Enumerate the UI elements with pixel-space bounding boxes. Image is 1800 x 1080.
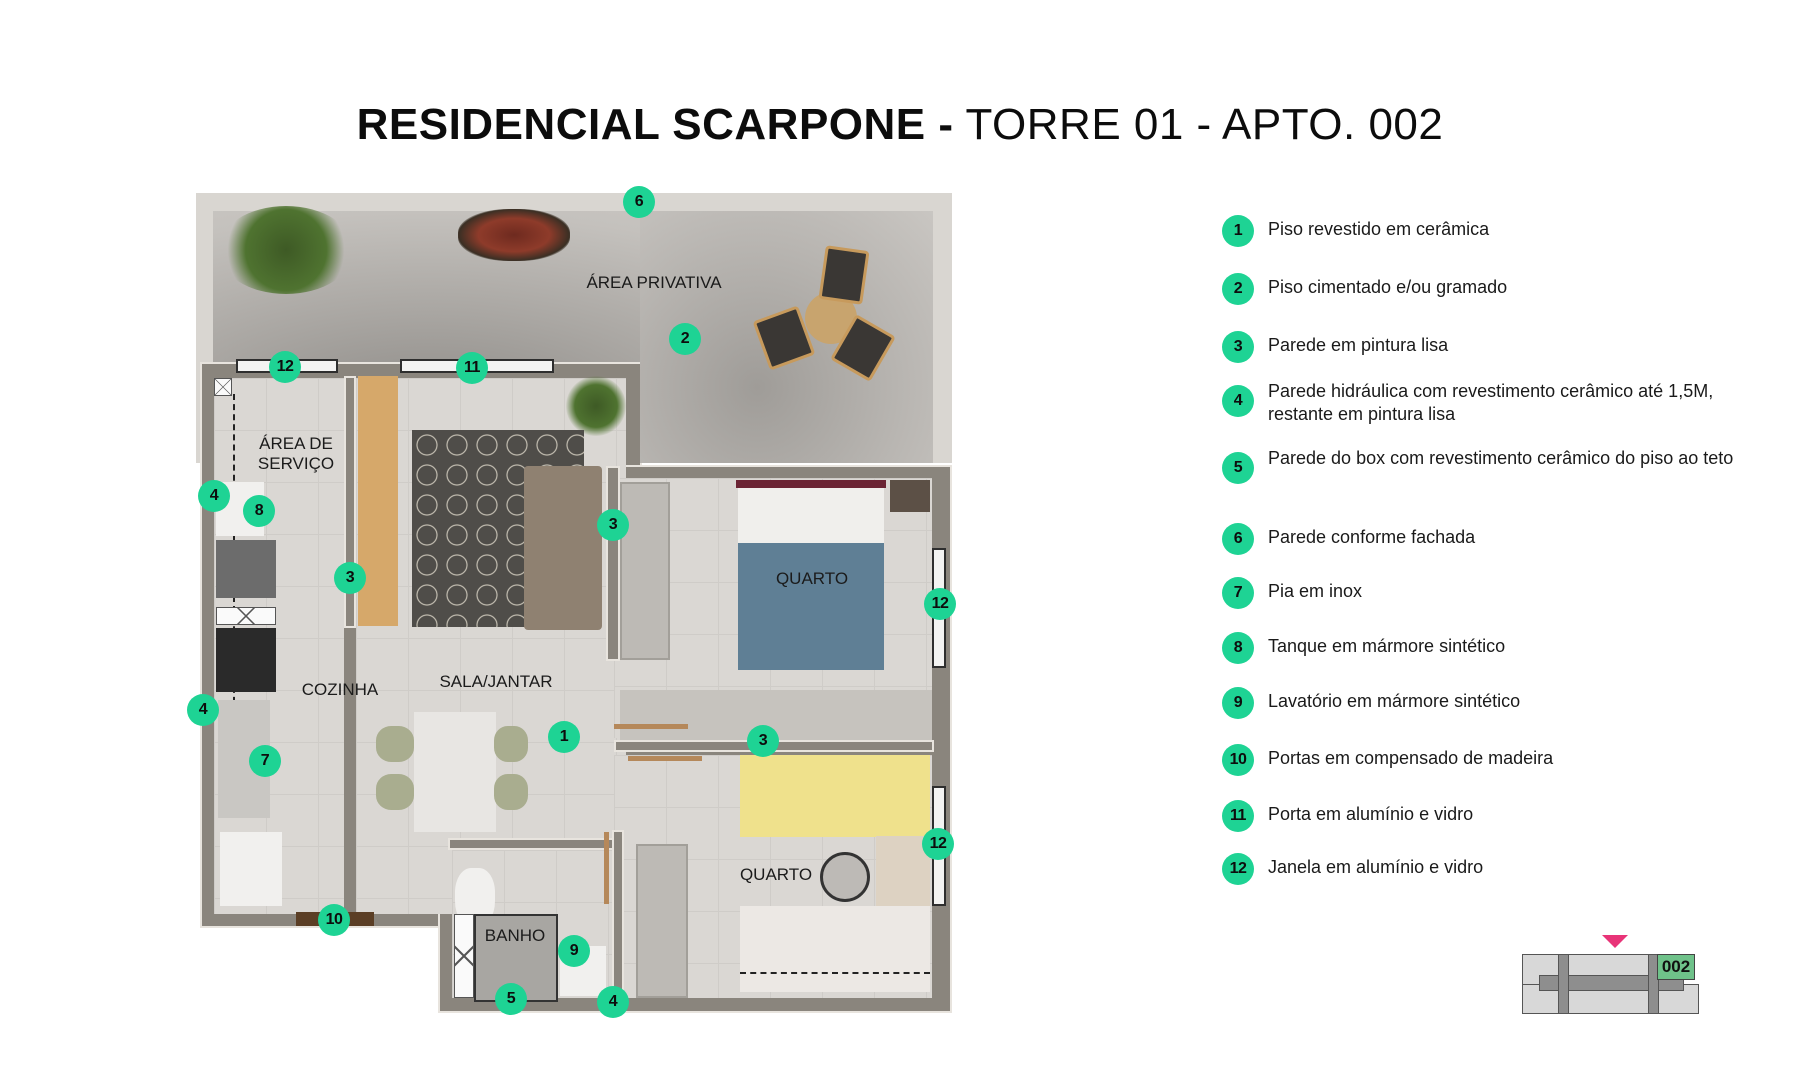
refrigerator	[220, 832, 282, 906]
legend-text-11: Porta em alumínio e vidro	[1268, 804, 1474, 824]
dining-chair-3	[494, 726, 528, 762]
partition-bedroom1-living	[606, 466, 620, 661]
bedroom-1-closet	[620, 482, 670, 660]
legend-text-2: Piso cimentado e/ou gramado	[1268, 277, 1508, 297]
plan-marker-7: 7	[249, 745, 281, 777]
room-label-sala-jantar: SALA/JANTAR	[439, 672, 553, 691]
plan-marker-4: 4	[597, 986, 629, 1018]
legend-text-8: Tanque em mármore sintético	[1268, 636, 1506, 656]
plan-marker-3: 3	[597, 509, 629, 541]
bedroom-2-bed-top	[740, 755, 930, 837]
legend-marker-4: 4	[1222, 385, 1254, 417]
legend-text-7: Pia em inox	[1268, 581, 1363, 601]
bedroom-2-closet	[636, 844, 688, 998]
plan-marker-3: 3	[747, 725, 779, 757]
legend-text-5: Parede do box com revestimento cerâmico …	[1268, 448, 1734, 468]
kp-unit-002: 002	[1657, 954, 1695, 980]
legend-marker-11: 11	[1222, 800, 1254, 832]
title-project: RESIDENCIAL SCARPONE -	[356, 100, 954, 149]
partition-bathroom-right	[612, 830, 624, 1005]
floor-plan: ÁREA PRIVATIVA ÁREA DE SERVIÇO COZINHA S…	[187, 186, 956, 1018]
dining-chair-1	[376, 726, 414, 762]
legend-text-10: Portas em compensado de madeira	[1268, 748, 1554, 768]
plan-marker-6: 6	[623, 186, 655, 218]
bedroom-2-bed-bottom	[740, 906, 930, 992]
shaft-marker	[214, 378, 232, 396]
triangle-down-icon	[1602, 935, 1628, 948]
legend-marker-8: 8	[1222, 632, 1254, 664]
plan-marker-1: 1	[548, 721, 580, 753]
washing-machine	[216, 540, 276, 598]
legend-marker-7: 7	[1222, 577, 1254, 609]
plan-marker-12: 12	[269, 351, 301, 383]
legend-text-1: Piso revestido em cerâmica	[1268, 219, 1490, 239]
legend-marker-1: 1	[1222, 215, 1254, 247]
plan-marker-5: 5	[495, 983, 527, 1015]
legend-marker-9: 9	[1222, 687, 1254, 719]
room-label-area-servico-l2: SERVIÇO	[257, 454, 335, 473]
wooden-shelf	[358, 376, 398, 626]
key-plan: 002	[1522, 935, 1699, 1015]
legend-text-12: Janela em alumínio e vidro	[1268, 857, 1484, 877]
kp-core-right	[1648, 954, 1659, 1014]
shower-niche	[454, 914, 474, 998]
page-title: RESIDENCIAL SCARPONE - TORRE 01 - APTO. …	[0, 100, 1800, 150]
legend-marker-6: 6	[1222, 523, 1254, 555]
desk-chair	[820, 852, 870, 902]
desk	[876, 836, 930, 918]
kp-core-left	[1558, 954, 1569, 1014]
partition-bathroom-top	[448, 838, 618, 850]
room-label-cozinha: COZINHA	[301, 680, 379, 699]
plan-marker-12: 12	[922, 828, 954, 860]
sofa	[524, 466, 602, 630]
room-label-area-servico: ÁREA DE SERVIÇO	[258, 434, 334, 474]
cabinet-line	[233, 394, 235, 814]
stove	[216, 628, 276, 692]
legend-text-9: Lavatório em mármore sintético	[1268, 691, 1521, 711]
plan-marker-4: 4	[198, 480, 230, 512]
legend-text-3: Parede em pintura lisa	[1268, 335, 1449, 355]
bedroom-2-door	[628, 756, 702, 761]
room-label-area-servico-l1: ÁREA DE	[259, 434, 333, 453]
legend-marker-10: 10	[1222, 744, 1254, 776]
bedroom-1-door	[614, 724, 688, 729]
legend-marker-5: 5	[1222, 452, 1254, 484]
plan-marker-2: 2	[669, 323, 701, 355]
title-unit: TORRE 01 - APTO. 002	[953, 100, 1444, 149]
bed-overhang-line	[740, 972, 930, 974]
patio-plant-1	[218, 206, 354, 294]
plan-marker-8: 8	[243, 495, 275, 527]
dining-table	[414, 712, 496, 832]
plan-marker-9: 9	[558, 935, 590, 967]
bathroom-door	[604, 832, 609, 904]
plan-marker-10: 10	[318, 904, 350, 936]
room-label-area-privativa: ÁREA PRIVATIVA	[586, 273, 722, 292]
dining-chair-2	[376, 774, 414, 810]
legend-marker-3: 3	[1222, 331, 1254, 363]
plan-marker-3: 3	[334, 562, 366, 594]
bedroom-1-bed	[738, 543, 884, 670]
kp-circulation	[1539, 975, 1684, 991]
patio-plant-2	[458, 209, 570, 261]
room-label-quarto-1: QUARTO	[775, 569, 849, 588]
bedroom-1-pillows	[738, 488, 884, 543]
patio-chair-1	[818, 245, 870, 305]
plan-marker-12: 12	[924, 588, 956, 620]
plan-marker-4: 4	[187, 694, 219, 726]
dining-chair-4	[494, 774, 528, 810]
fridge-space	[216, 607, 276, 625]
room-label-quarto-2: QUARTO	[739, 865, 813, 884]
legend-marker-12: 12	[1222, 853, 1254, 885]
legend-marker-2: 2	[1222, 273, 1254, 305]
plan-marker-11: 11	[456, 352, 488, 384]
room-label-banho: BANHO	[484, 926, 546, 945]
legend-text-4: Parede hidráulica com revestimento cerâm…	[1268, 381, 1714, 424]
living-plant	[566, 376, 626, 436]
bedroom-1-headboard	[736, 480, 886, 488]
legend-text-6: Parede conforme fachada	[1268, 527, 1476, 547]
bedroom-1-nightstand	[890, 480, 930, 512]
